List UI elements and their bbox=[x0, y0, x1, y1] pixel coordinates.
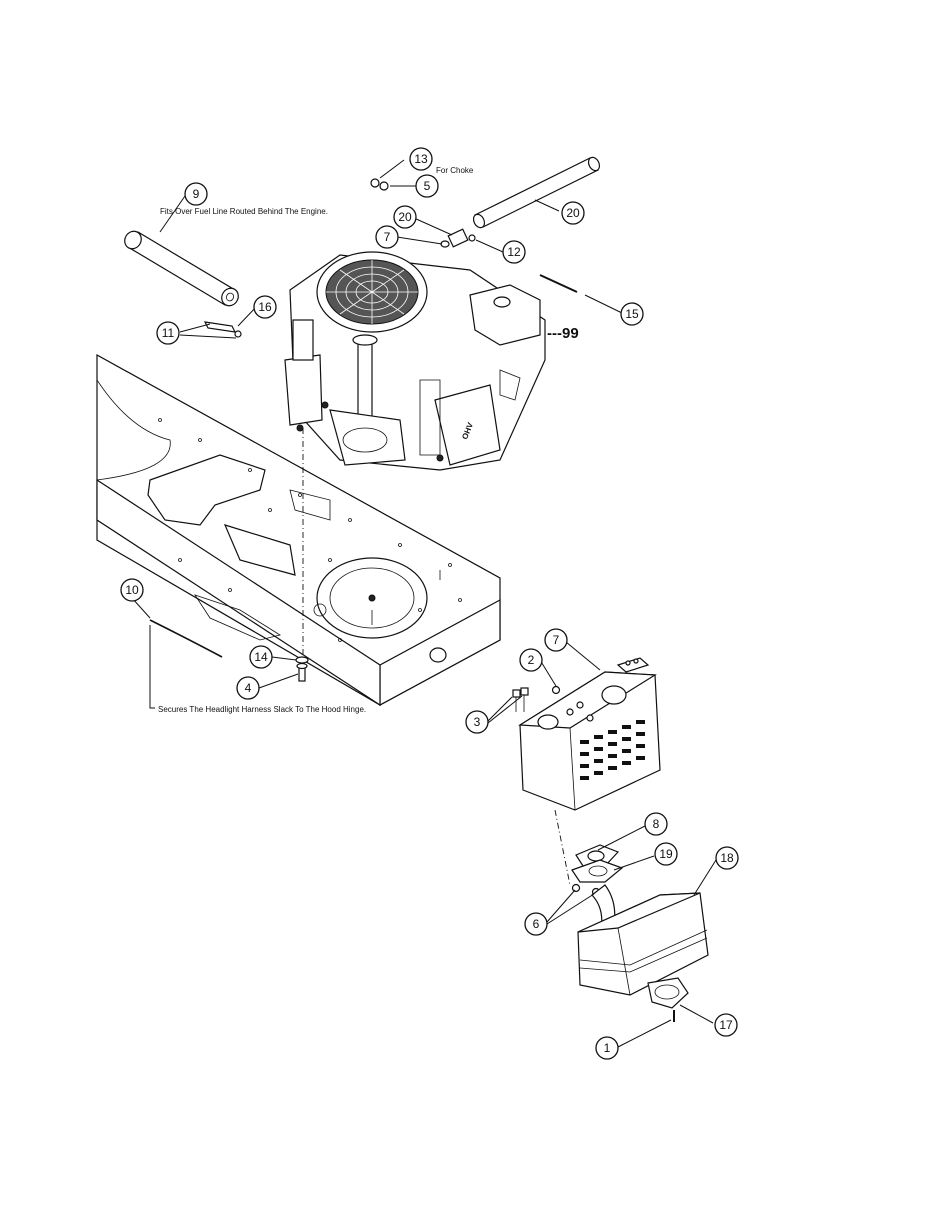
fuel-line-20 bbox=[472, 156, 601, 229]
callout-18: 18 bbox=[715, 846, 739, 870]
callout-18-label: 18 bbox=[720, 851, 734, 865]
callout-8: 8 bbox=[644, 812, 668, 836]
callout-7-fitting: 7 bbox=[375, 225, 399, 249]
callout-20b-label: 20 bbox=[566, 206, 580, 220]
callout-6-label: 6 bbox=[533, 917, 540, 931]
callout-10-label: 10 bbox=[125, 583, 139, 597]
callout-2-label: 2 bbox=[528, 653, 535, 667]
callout-2: 2 bbox=[519, 648, 543, 672]
callout-5: 5 bbox=[415, 174, 439, 198]
note-headlight-harness: Secures The Headlight Harness Slack To T… bbox=[158, 705, 366, 714]
bolt-and-washer bbox=[295, 656, 309, 682]
callout-4: 4 bbox=[236, 676, 260, 700]
fuel-fitting-parts bbox=[440, 228, 476, 248]
exhaust-gasket bbox=[571, 844, 624, 897]
note-fuel-line: Fits Over Fuel Line Routed Behind The En… bbox=[160, 207, 328, 216]
callout-5-label: 5 bbox=[424, 179, 431, 193]
tractor-frame bbox=[96, 353, 501, 707]
callout-1: 1 bbox=[595, 1036, 619, 1060]
callout-3-label: 3 bbox=[474, 715, 481, 729]
hose-clamp bbox=[203, 321, 242, 338]
callout-15-label: 15 bbox=[625, 307, 639, 321]
callout-6: 6 bbox=[524, 912, 548, 936]
callout-16-label: 16 bbox=[258, 300, 272, 314]
muffler-18 bbox=[577, 884, 709, 996]
sleeve-9 bbox=[124, 230, 239, 307]
callout-9-label: 9 bbox=[193, 187, 200, 201]
note-for-choke: For Choke bbox=[436, 166, 474, 175]
callout-11-label: 11 bbox=[162, 326, 175, 340]
leader-lines bbox=[131, 159, 717, 1048]
callout-13: 13 bbox=[409, 147, 433, 171]
callout-9: 9 bbox=[184, 182, 208, 206]
reference-99: ---99 bbox=[547, 325, 579, 342]
callout-11: 11 bbox=[156, 321, 180, 345]
muffler-guard-7 bbox=[518, 657, 661, 811]
callout-3: 3 bbox=[465, 710, 489, 734]
callout-10: 10 bbox=[120, 578, 144, 602]
callout-7a-label: 7 bbox=[384, 230, 391, 244]
cable-tie-10 bbox=[149, 619, 223, 658]
callout-12: 12 bbox=[502, 240, 526, 264]
guard-bolts bbox=[512, 685, 561, 712]
callout-20a-label: 20 bbox=[398, 210, 412, 224]
guard-alignment-line bbox=[554, 809, 571, 886]
deflector-17 bbox=[647, 977, 689, 1022]
callout-20-fuel-line: 20 bbox=[561, 201, 585, 225]
callout-17: 17 bbox=[714, 1013, 738, 1037]
callout-8-label: 8 bbox=[653, 817, 660, 831]
callout-13-label: 13 bbox=[414, 152, 428, 166]
callout-1-label: 1 bbox=[604, 1041, 611, 1055]
callout-20-fitting: 20 bbox=[393, 205, 417, 229]
callout-19-label: 19 bbox=[659, 847, 673, 861]
callout-15: 15 bbox=[620, 302, 644, 326]
callout-14-label: 14 bbox=[254, 650, 268, 664]
callout-7-guard: 7 bbox=[544, 628, 568, 652]
callout-19: 19 bbox=[654, 842, 678, 866]
callout-16: 16 bbox=[253, 295, 277, 319]
spring-15 bbox=[539, 274, 578, 293]
callout-17-label: 17 bbox=[719, 1018, 733, 1032]
callout-4-label: 4 bbox=[245, 681, 252, 695]
callout-7b-label: 7 bbox=[553, 633, 560, 647]
callout-14: 14 bbox=[249, 645, 273, 669]
callout-12-label: 12 bbox=[507, 245, 521, 259]
choke-fastener bbox=[370, 178, 389, 191]
engine-assembly: OHV bbox=[284, 251, 546, 471]
